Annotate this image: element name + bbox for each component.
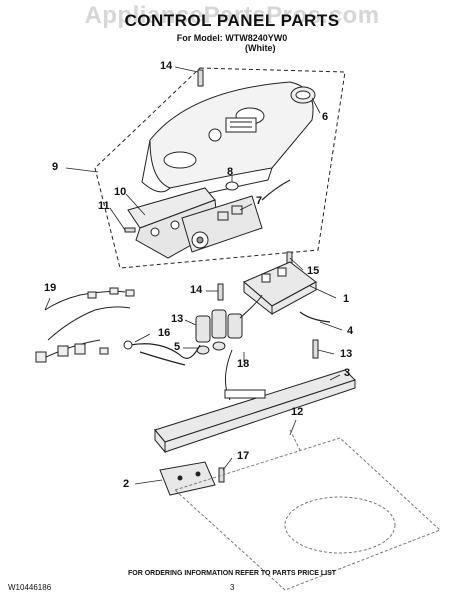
callout-3: 3 <box>344 367 351 379</box>
model-line: For Model: WTW8240YW0 <box>176 33 288 43</box>
wire-harness-part <box>35 287 135 363</box>
callout-4: 4 <box>347 325 354 337</box>
callout-13-left: 13 <box>171 313 184 325</box>
callout-14-top: 14 <box>160 60 173 72</box>
console-base-part <box>154 369 356 454</box>
cabinet-top-outline <box>174 429 441 591</box>
hose-part <box>129 343 201 366</box>
callout-6: 6 <box>322 111 329 123</box>
water-valve-part <box>195 309 243 355</box>
pressure-hose-part <box>299 311 331 323</box>
mounting-bracket-part <box>159 461 216 496</box>
control-board-part <box>181 195 263 253</box>
callout-8: 8 <box>227 166 234 178</box>
callout-18: 18 <box>237 358 250 370</box>
spacer-part <box>225 181 239 191</box>
hose-clamp <box>123 340 133 350</box>
page-number: 3 <box>230 583 235 592</box>
valve-wire-harness <box>225 294 263 401</box>
ordering-info: FOR ORDERING INFORMATION REFER TO PARTS … <box>127 570 337 577</box>
callout-1: 1 <box>343 293 350 305</box>
screw-parts <box>124 69 319 483</box>
page-title: CONTROL PANEL PARTS <box>124 11 340 30</box>
knob-part <box>290 86 316 104</box>
leader-lines <box>44 66 343 485</box>
callout-7: 7 <box>256 195 263 207</box>
callout-16: 16 <box>158 327 171 339</box>
console-top-part <box>141 81 314 201</box>
color-line: (White) <box>245 43 276 53</box>
console-wire-harness <box>261 179 291 201</box>
callout-14-middle: 14 <box>190 284 203 296</box>
callout-2: 2 <box>123 478 130 490</box>
callout-19: 19 <box>44 282 57 294</box>
watermark: AppliancePartsPros.com <box>84 2 380 29</box>
callout-17: 17 <box>237 450 250 462</box>
callout-5: 5 <box>174 341 181 353</box>
callout-15: 15 <box>307 265 320 277</box>
callout-10: 10 <box>114 186 127 198</box>
callout-12: 12 <box>291 406 304 418</box>
callout-9: 9 <box>52 161 59 173</box>
document-number: W10446186 <box>8 583 52 592</box>
callout-13-right: 13 <box>340 348 353 360</box>
main-control-board-part <box>243 261 317 316</box>
console-group-dashed-outline <box>94 67 346 269</box>
callout-11: 11 <box>98 200 110 212</box>
